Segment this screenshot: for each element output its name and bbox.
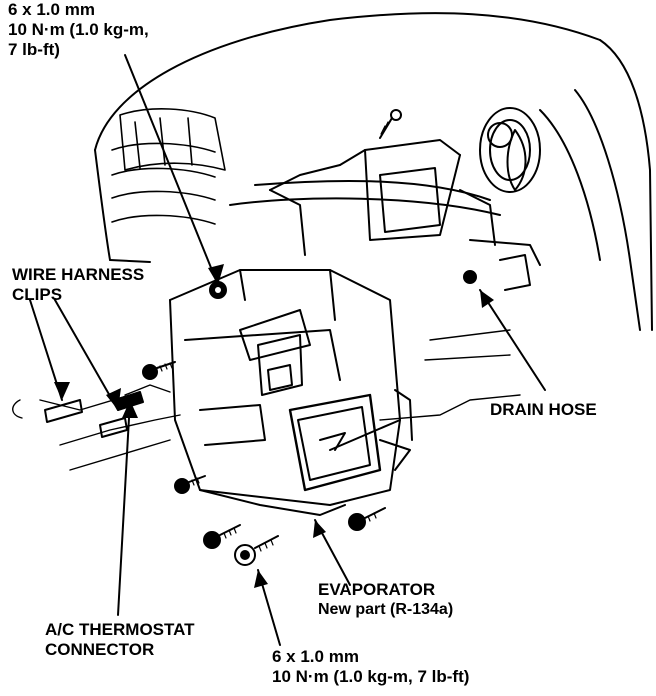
thermostat-line1: A/C THERMOSTAT <box>45 620 195 639</box>
arrowheads <box>54 264 494 588</box>
ac-thermostat-connector-label: A/C THERMOSTAT CONNECTOR <box>45 620 195 660</box>
evaporator-housing <box>169 269 413 516</box>
center-vent <box>111 108 226 225</box>
wire-harness-line1: WIRE HARNESS <box>12 265 145 284</box>
wire-harness-clips-label: WIRE HARNESS CLIPS <box>12 265 144 305</box>
bottom-torque-line1: 6 x 1.0 mm <box>272 647 359 666</box>
wire-harness-line2: CLIPS <box>12 285 63 304</box>
evaporator-label: EVAPORATOR New part (R-134a) <box>318 580 453 620</box>
top-torque-leader <box>124 54 219 286</box>
bolt-bottom-right <box>348 507 386 531</box>
wiring-and-hose <box>12 329 521 471</box>
side-vent <box>479 107 541 193</box>
bottom-torque-label: 6 x 1.0 mm 10 N·m (1.0 kg-m, 7 lb-ft) <box>272 647 469 687</box>
thermostat-leader <box>117 399 131 616</box>
evaporator-line2: New part (R-134a) <box>318 601 454 618</box>
wire-harness-leader-right <box>54 299 119 411</box>
bolt-left-lower <box>174 475 206 494</box>
bolt-harness-clip <box>209 281 227 299</box>
harness-clips <box>44 399 128 438</box>
bolt-drain-side <box>463 270 477 284</box>
top-torque-line3: 7 lb-ft) <box>8 40 60 59</box>
bolt-bottom-center <box>234 535 279 566</box>
dashboard-outline <box>94 12 653 331</box>
top-torque-label: 6 x 1.0 mm 10 N·m (1.0 kg-m, 7 lb-ft) <box>8 0 149 60</box>
bolt-upper-right <box>379 109 402 139</box>
bolt-bottom-left <box>203 524 241 549</box>
bottom-torque-line2: 10 N·m (1.0 kg-m, 7 lb-ft) <box>272 667 470 686</box>
top-torque-line1: 6 x 1.0 mm <box>8 0 95 19</box>
upper-duct <box>229 139 541 291</box>
thermostat-line2: CONNECTOR <box>45 640 155 659</box>
drain-hose-label: DRAIN HOSE <box>490 400 597 419</box>
drain-hose-leader <box>479 289 546 391</box>
evaporator-line1: EVAPORATOR <box>318 580 436 599</box>
thermostat-connector-plug <box>114 391 144 411</box>
bolt-left-upper <box>142 361 176 380</box>
top-torque-line2: 10 N·m (1.0 kg-m, <box>8 20 149 39</box>
